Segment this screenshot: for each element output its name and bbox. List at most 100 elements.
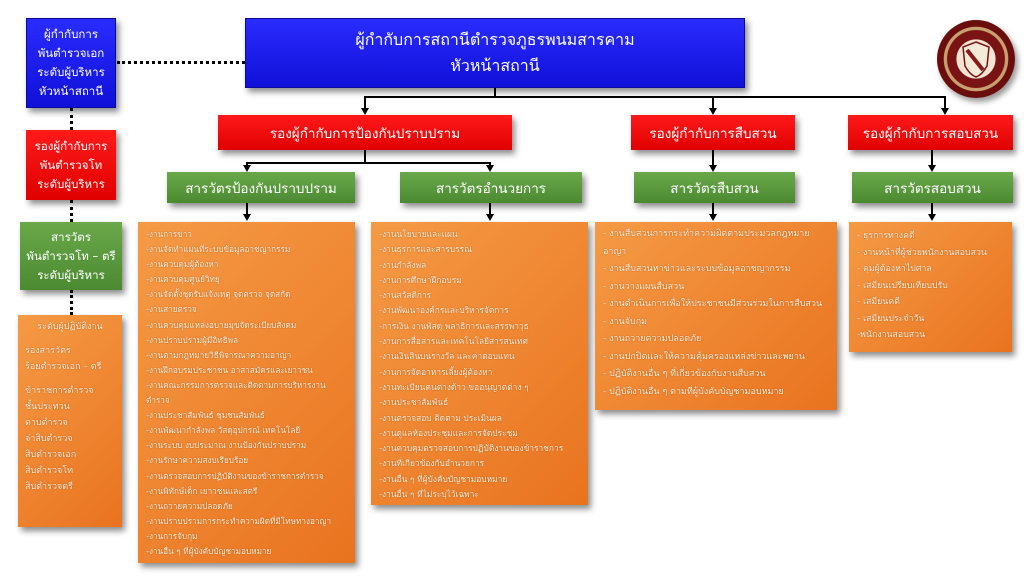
duty-item: -งานปราบปรามผู้มีอิทธิพล [146, 334, 239, 345]
duties-prevention-list: -งานการข่าว -งานจัดทำแผนที่ระบบข้อมูลอาชญ… [138, 222, 355, 563]
duty-item: - เสมียนคดี [857, 297, 900, 307]
rank-line: รองสารวัตร [25, 346, 71, 356]
duty-item: - เสมียนประจำวัน [857, 313, 925, 324]
dotted-connector [117, 61, 245, 64]
unit-title: สารวัตรสอบสวน [884, 180, 981, 197]
duty-item: -งานถวายความปลอดภัย [146, 500, 233, 511]
duty-item: - งานสืบสวนการกระทำความผิดตามประมวลกฎหมา… [603, 229, 810, 239]
duty-item: -งานระบบ งบประมาณ งานป้องกันปราบปราม [146, 440, 307, 451]
unit-title: สารวัตรป้องกันปราบปราม [185, 180, 337, 197]
connector [364, 96, 946, 98]
deputy-prevention-box: รองผู้กำกับการป้องกันปราบปราม [218, 115, 512, 150]
duty-item: อาญา [603, 246, 627, 257]
deputy-label: รองผู้กำกับการสอบสวน [862, 125, 999, 142]
header-title: ผู้กำกับการสถานีตำรวจภูธรพนมสารคาม [355, 30, 635, 49]
duty-item: -งานพิทักษ์เด็ก เยาวชนและสตรี [146, 485, 258, 496]
duty-item: - งานสืบสวนหาข่าวและระบบข้อมูลอาชญากรรม [603, 264, 791, 274]
rank-line: ดาบตำรวจ [25, 418, 68, 428]
duty-item: -งานควบคุมผู้ต้องหา [146, 259, 219, 270]
duty-item: -งานการสื่อสารและเทคโนโลยีสารสนเทศ [379, 336, 528, 347]
duty-item: -งานควบคุมตรวจสอบการปฏิบัติงานของข้าราชก… [379, 443, 564, 454]
duty-item: - งานจับกุม [603, 316, 648, 327]
dotted-connector [70, 290, 73, 315]
duty-item: -งานการจับกุม [146, 530, 198, 541]
arrow-icon [243, 214, 251, 221]
arrow-icon [709, 165, 717, 172]
duty-item: -งานควบคุมศูนย์วิทยุ [146, 274, 220, 285]
rank-operational-box: ระดับผู้ปฏิบัติงาน รองสารวัตร ร้อยตำรวจเ… [18, 315, 122, 527]
rank-line: พันตำรวจโท – ตรี [26, 248, 116, 263]
rank-line: ผู้กำกับการ [43, 27, 99, 41]
duty-item: -งานที่เกี่ยวข้องกับอำนวยการ [379, 458, 485, 469]
duty-item: - คุมผู้ต้องหาไปศาล [857, 264, 932, 274]
duty-item: - ปฏิบัติงานอื่น ๆ ที่เกี่ยวข้องกับงานสื… [603, 369, 766, 379]
rank-deputy-box: รองผู้กำกับการพันตำรวจโทระดับผู้บริหาร [26, 130, 116, 200]
connector [489, 162, 491, 166]
duty-item: -งานปราบปรามการกระทำความผิดที่มีโทษทางอา… [146, 515, 332, 526]
deputy-investigation-box: รองผู้กำกับการสืบสวน [631, 115, 795, 150]
duty-item: -งานธุรการและสารบรรณ [379, 244, 472, 255]
rank-chief-box: ผู้กำกับการพันตำรวจเอกระดับผู้บริหารหัวห… [26, 18, 116, 108]
duty-item: -งานกำลังพล [379, 259, 427, 270]
duties-investigation-list: - งานสืบสวนการกระทำความผิดตามประมวลกฎหมา… [595, 222, 837, 410]
arrow-icon [243, 165, 251, 172]
station-chief-box: ผู้กำกับการสถานีตำรวจภูธรพนมสารคาม หัวหน… [245, 18, 745, 88]
header-subtitle: หัวหน้าสถานี [450, 56, 540, 75]
duty-item: -งานรักษาความสงบเรียบร้อย [146, 455, 249, 466]
duty-item: -งานสายตรวจ [146, 304, 197, 315]
rank-line: ระดับผู้บริหาร [37, 267, 105, 282]
connector [494, 88, 496, 97]
rank-inspector-box: สารวัตรพันตำรวจโท – ตรีระดับผู้บริหาร [20, 222, 122, 290]
duty-item: - เสมียนเปรียบเทียบปรับ [857, 280, 948, 291]
rank-line: จ่าสิบตำรวจ [25, 434, 73, 444]
duty-item: -งานนโยบายและแผน [379, 229, 458, 239]
rank-line: ข้าราชการตำรวจ [25, 386, 94, 396]
unit-prevention-title: สารวัตรป้องกันปราบปราม [167, 172, 355, 203]
arrow-icon [486, 214, 494, 221]
duty-item: -งานเงินสินบนรางวัล และค่าตอบแทน [379, 351, 515, 362]
duty-item: -งานการข่าว [146, 229, 192, 239]
connector [489, 203, 491, 215]
duty-item: -งานอื่น ๆ ที่ผู้บังคับบัญชามอบหมาย [146, 545, 272, 556]
duty-item: -งานตรวจสอบการปฏิบัติงานของข้าราชการตำรว… [146, 470, 324, 481]
duty-item: -งานสวัสดิการ [379, 290, 432, 301]
connector [944, 96, 946, 108]
rank-line: สารวัตร [51, 229, 91, 244]
duty-item: -พนักงานสอบสวน [857, 330, 926, 340]
duty-item: -งานอื่น ๆ ที่ไม่ระบุไว้เฉพาะ [379, 489, 479, 500]
arrow-icon [709, 214, 717, 221]
duties-admin-list: -งานนโยบายและแผน -งานธุรการและสารบรรณ -งาน… [371, 222, 588, 505]
rank-line: รองผู้กำกับการ [34, 138, 108, 153]
rank-line: ระดับผู้บริหาร [37, 65, 105, 79]
duty-item: -งานควบคุมแหล่งอบายมุขจัดระเบียบสังคม [146, 319, 297, 330]
connector [246, 162, 491, 164]
connector [931, 150, 933, 166]
duty-item: -งานตรวจสอบ ติดตาม ประเมินผล [379, 412, 502, 423]
duty-item: -งานการจัดอาหารเลี้ยงผู้ต้องหา [379, 366, 493, 377]
duty-item: -งานพัฒนากำลังพล วัสดุอุปกรณ์ เทคโนโลยี [146, 425, 301, 436]
deputy-inquiry-box: รองผู้กำกับการสอบสวน [848, 115, 1013, 150]
deputy-label: รองผู้กำกับการป้องกันปราบปราม [269, 125, 461, 142]
duty-item: - ธุรการทางคดี [857, 231, 915, 241]
arrow-icon [486, 165, 494, 172]
duty-item: -งานจัดทำแผนที่ระบบข้อมูลอาชญากรรม [146, 244, 291, 255]
duty-item: -งานประชาสัมพันธ์ ชุมชนสัมพันธ์ [146, 410, 265, 421]
arrow-icon [928, 214, 936, 221]
arrow-icon [361, 108, 369, 115]
duty-item: -งานจัดตั้งชุดรับแจ้งเหตุ จุดตรวจ จุดสกั… [146, 289, 291, 300]
unit-title: สารวัตรสืบสวน [670, 180, 759, 197]
arrow-icon [928, 165, 936, 172]
connector [712, 150, 714, 166]
rank-line: พันตำรวจโท [39, 157, 103, 172]
dotted-connector [70, 108, 73, 130]
unit-investigation-title: สารวัตรสืบสวน [634, 172, 795, 203]
dotted-connector [70, 200, 73, 222]
duty-item: -งานการศึกษาฝึกอบรม [379, 274, 462, 285]
duty-item: - งานปกปิดและให้ความคุ้มครองแหล่งข่าวและ… [603, 351, 806, 362]
operational-title: ระดับผู้ปฏิบัติงาน [37, 322, 103, 332]
duty-item: -งานตามกฎหมายวิธีพิจารณาความอาญา [146, 349, 292, 360]
rank-line: พันตำรวจเอก [37, 46, 105, 60]
shield-icon [962, 41, 990, 78]
duties-inquiry-list: - ธุรการทางคดี- งานหน้าที่ผู้ช่วยพนักงาน… [849, 222, 1012, 352]
duty-item: -งานดูแลห้องประชุมและการจัดประชุม [379, 427, 518, 438]
